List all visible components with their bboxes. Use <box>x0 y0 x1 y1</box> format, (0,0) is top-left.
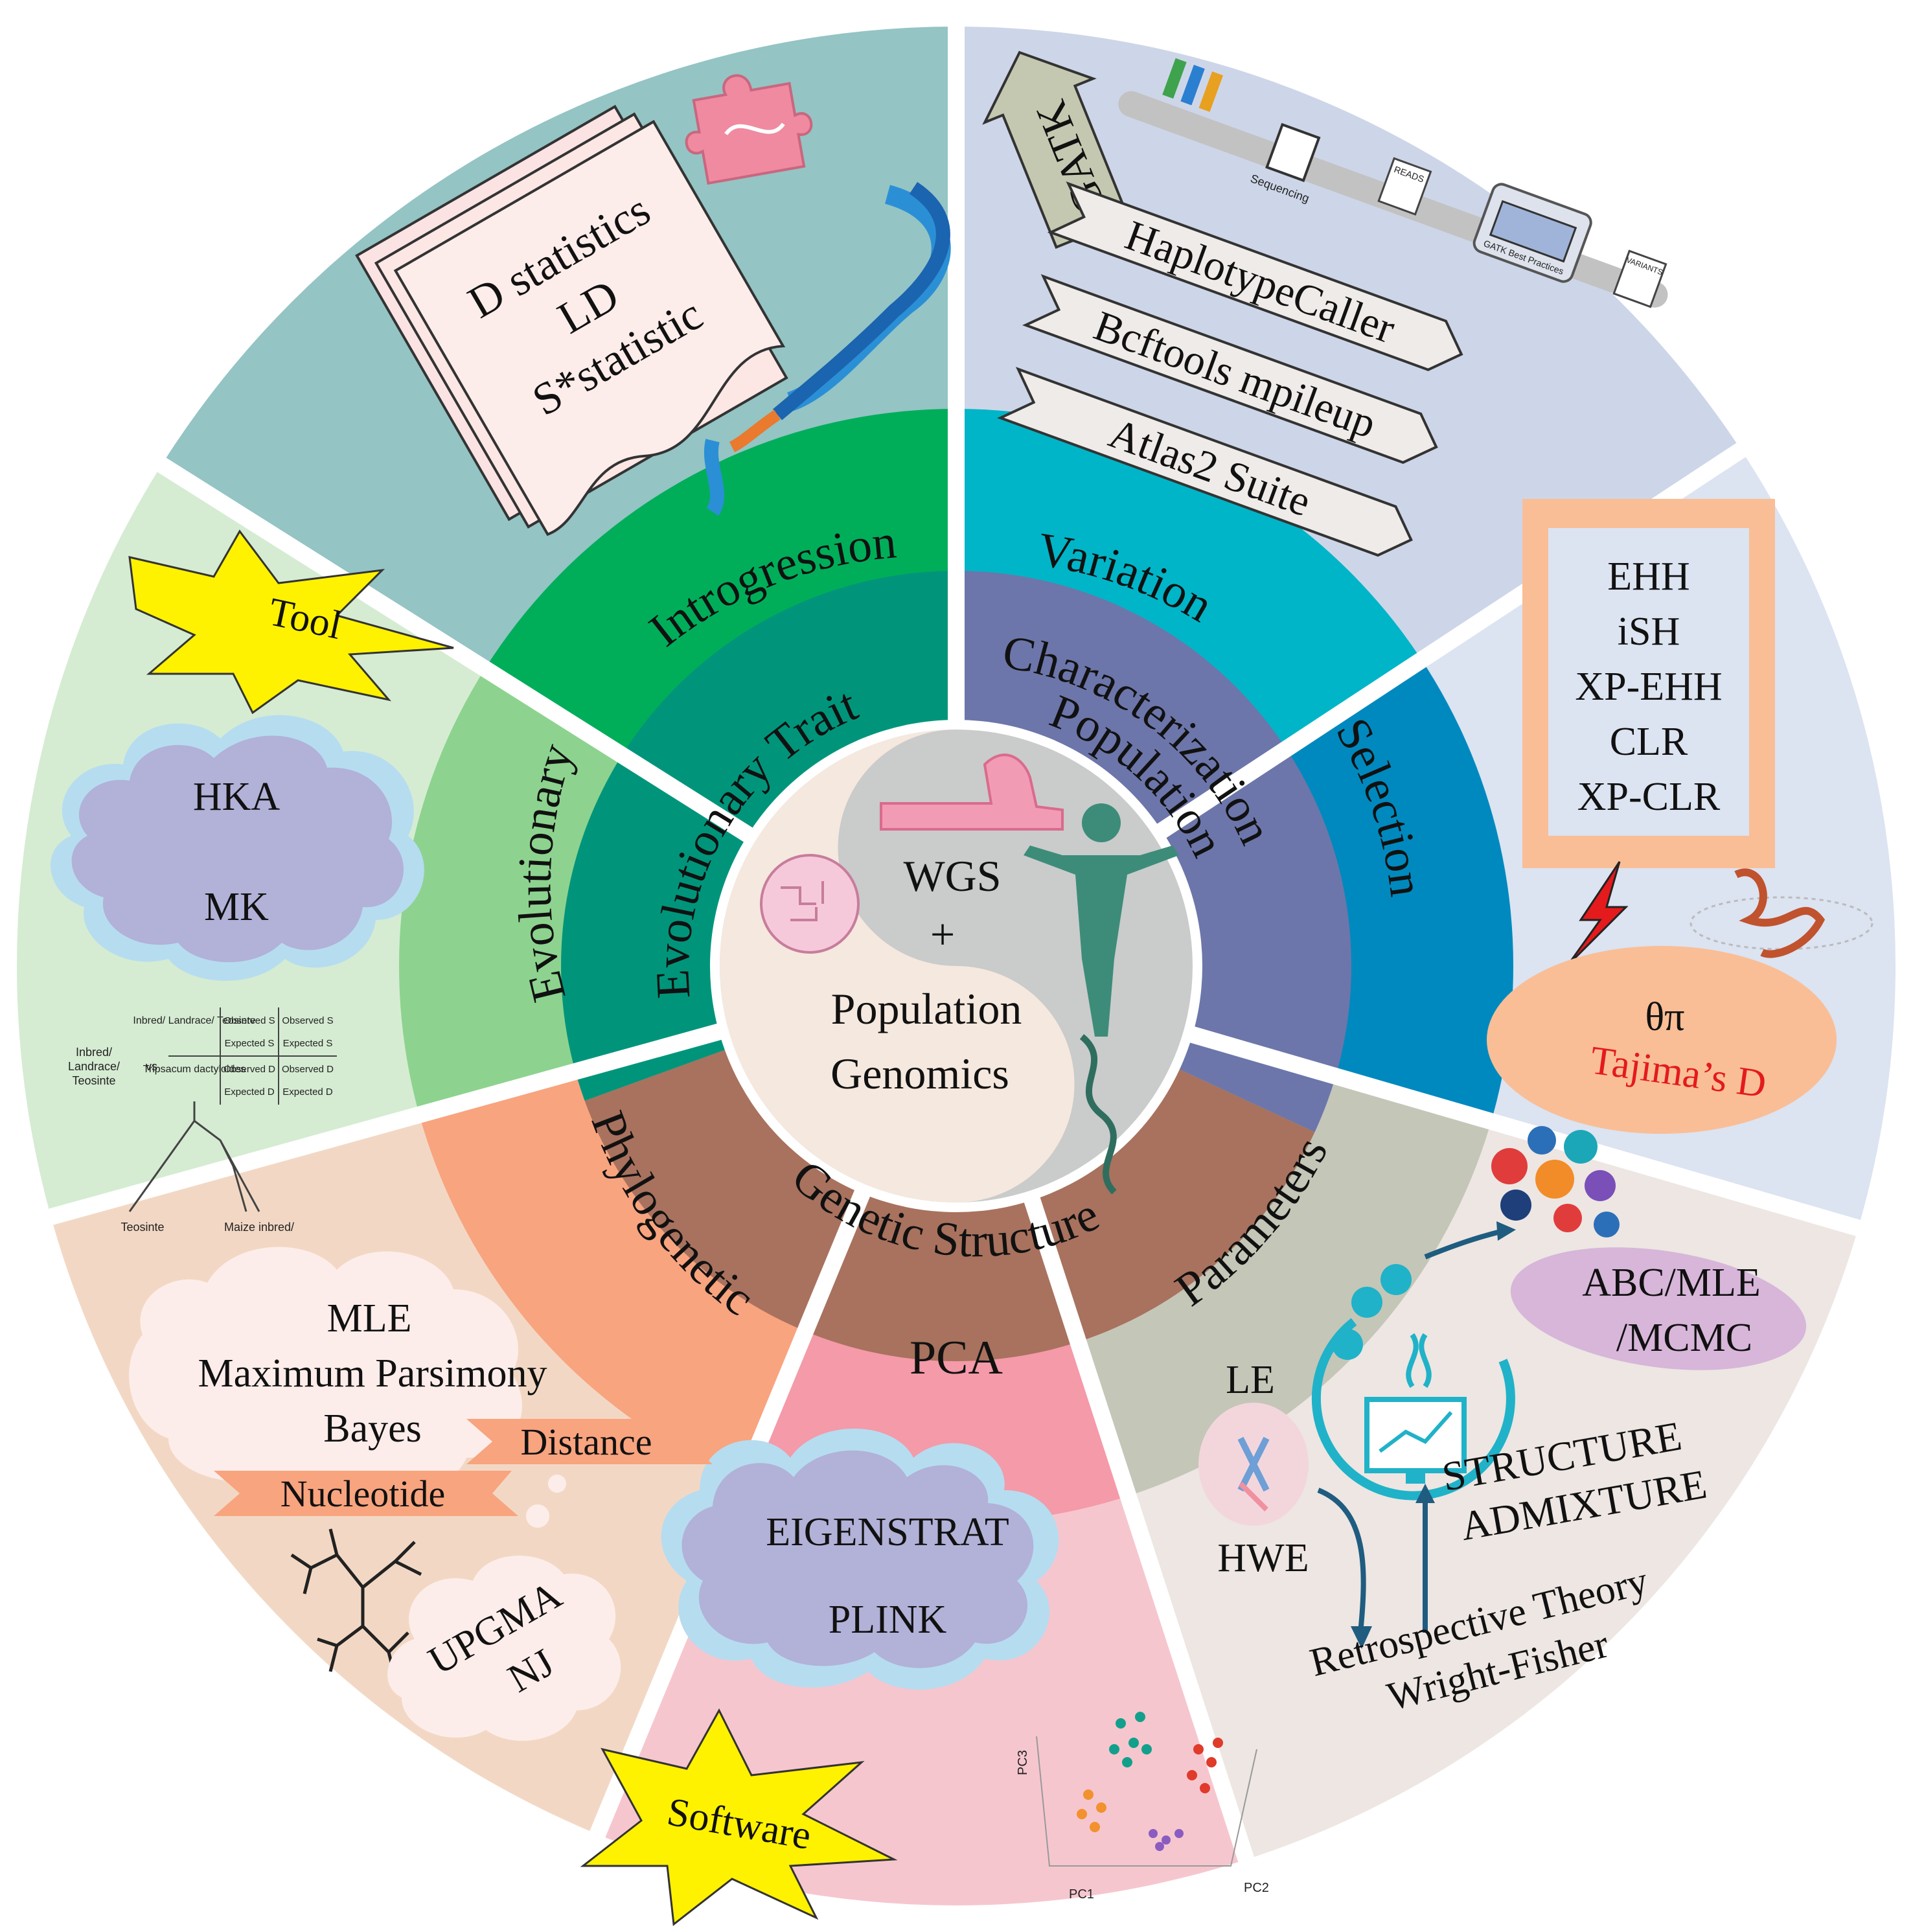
pca-tool-plink: PLINK <box>829 1598 947 1642</box>
pca-3d-scatter: PC1 PC2 PC3 <box>1016 1712 1269 1902</box>
tool-burst <box>128 529 454 715</box>
center-disc: WGS + Population Genomics <box>710 720 1202 1212</box>
hka-cell-0: Observed S <box>223 1015 275 1026</box>
ring-pca <box>557 966 1270 1523</box>
banner-atlas2 <box>997 367 1413 557</box>
pca-axis-pc2: PC2 <box>1244 1881 1269 1895</box>
method-bayes: Bayes <box>323 1407 422 1451</box>
process-cycle-icon <box>1311 1264 1515 1501</box>
dna-helix-icon <box>704 181 951 516</box>
center-line-3: Population <box>831 984 1022 1033</box>
dna-puzzle-icon <box>685 74 813 185</box>
introgression-panel: D statistics LD S*statistic <box>355 74 951 536</box>
method-mle: MLE <box>327 1296 412 1340</box>
selection-item-3: CLR <box>1610 720 1688 764</box>
banner-bcftools <box>1022 274 1438 465</box>
selection-item-0: EHH <box>1607 555 1690 599</box>
hka-cell-4: Observed D <box>223 1064 275 1075</box>
organ-icon <box>880 753 1064 831</box>
theta-pi: θπ <box>1645 995 1684 1039</box>
human-dna-figure-icon <box>1024 803 1179 1037</box>
pca-panel: EIGENSTRAT PLINK PC1 PC2 PC3 Software <box>580 1429 1269 1926</box>
hka-inbred-2: Landrace/ <box>68 1060 120 1073</box>
pca-axis-pc1: PC1 <box>1069 1887 1094 1902</box>
science-icons-cluster <box>1491 1126 1620 1237</box>
label-pca: PCA <box>910 1331 1003 1385</box>
selection-panel: EHH iSH XP-EHH CLR XP-CLR θπ Tajima’s D <box>1487 499 1873 1134</box>
software-burst <box>580 1708 898 1926</box>
hka-tree-teosinte: Teosinte <box>120 1221 164 1234</box>
le-label: LE <box>1226 1358 1275 1402</box>
hka-cell-3: Expected S <box>283 1038 333 1049</box>
protein-structure-icon <box>1690 868 1873 958</box>
theta-ellipse <box>1487 946 1837 1134</box>
selection-item-2: XP-EHH <box>1575 665 1722 709</box>
abc-ellipse <box>1510 1247 1807 1370</box>
distance-banner <box>466 1419 713 1464</box>
selection-item-4: XP-CLR <box>1577 775 1721 819</box>
test-mk: MK <box>204 885 269 929</box>
hka-table: Inbred/ Landrace/ Teosinte vs Inbred/ La… <box>68 1007 337 1234</box>
test-hka: HKA <box>193 775 281 819</box>
methods-cloud <box>129 1247 522 1497</box>
parameters-panel: ABC/MLE /MCMC LE HWE STRUCTURE ADMIXTURE… <box>1198 1126 1807 1719</box>
trees-cloud <box>387 1556 621 1741</box>
hka-cell-2: Expected S <box>225 1038 275 1049</box>
distance-label: Distance <box>521 1421 652 1463</box>
inner-genetic-structure <box>583 966 1351 1361</box>
pca-tool-eigenstrat: EIGENSTRAT <box>766 1510 1009 1554</box>
hka-tree-maize: Maize inbred/ <box>224 1221 294 1234</box>
abc-line-1: ABC/MLE <box>1582 1261 1761 1305</box>
hka-cell-1: Observed S <box>282 1015 333 1026</box>
arrow-down-left <box>1317 1488 1366 1633</box>
center-line-4: Genomics <box>830 1049 1009 1098</box>
pca-axis-pc3: PC3 <box>1016 1750 1030 1775</box>
center-line-1: WGS <box>903 851 1001 901</box>
evolutionary-panel: Tool HKA MK Inbred/ Landrace/ Teosinte v… <box>50 529 454 1234</box>
abc-line-2: /MCMC <box>1616 1316 1752 1360</box>
hka-inbred-1: Inbred/ <box>76 1046 112 1059</box>
hka-vs: vs <box>146 1060 157 1073</box>
banner-haplotypecaller <box>1047 181 1463 371</box>
hka-inbred-3: Teosinte <box>72 1074 115 1087</box>
hwe-label: HWE <box>1217 1536 1309 1580</box>
phylogenetic-panel: MLE Maximum Parsimony Bayes Distance Nuc… <box>129 1247 713 1741</box>
nucleotide-banner <box>214 1471 518 1516</box>
arrow-to-icons <box>1424 1228 1504 1259</box>
inner-evolutionary-trait <box>561 571 956 1101</box>
hka-cell-5: Observed D <box>282 1064 334 1075</box>
selection-item-1: iSH <box>1618 610 1680 654</box>
method-parsimony: Maximum Parsimony <box>198 1351 547 1396</box>
hka-cell-6: Expected D <box>224 1087 275 1098</box>
center-line-2: + <box>930 910 955 959</box>
inner-population-characterization <box>956 571 1351 1153</box>
hka-cell-7: Expected D <box>282 1087 333 1098</box>
hka-row-1: Inbred/ Landrace/ Teosinte <box>133 1015 255 1026</box>
nucleotide-label: Nucleotide <box>281 1473 445 1515</box>
